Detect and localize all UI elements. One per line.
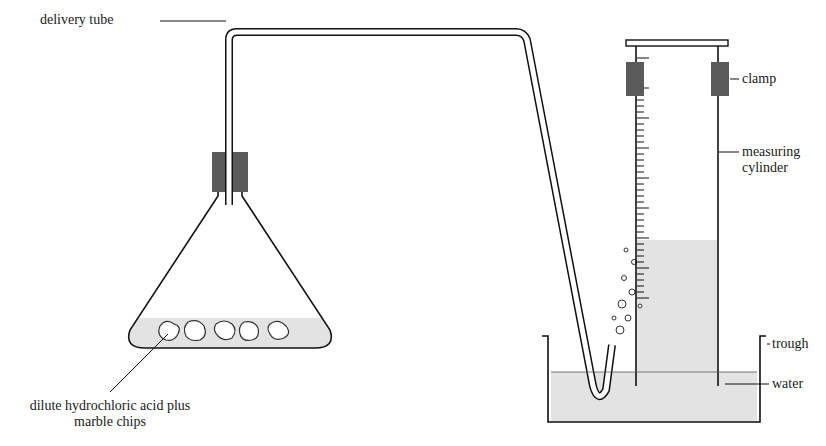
part-label: clamp (742, 71, 822, 87)
delivery-tube (229, 32, 612, 396)
trough-outline (542, 336, 766, 422)
part-label: delivery tube (40, 12, 180, 28)
marble-chips (159, 321, 289, 341)
clamp-jaw (626, 62, 644, 96)
conical-flask (129, 190, 332, 348)
part-label: measuring cylinder (742, 144, 814, 176)
cylinder-wall (635, 46, 637, 386)
clamp-jaw (711, 62, 729, 96)
leader-lines (110, 21, 770, 392)
part-label: dilute hydrochloric acid plus marble chi… (10, 398, 210, 430)
cylinder-wall (717, 46, 719, 386)
part-label: trough (772, 336, 822, 352)
cylinder-water (637, 240, 717, 384)
water-surface (551, 372, 757, 373)
part-label: water (772, 376, 822, 392)
flask-liquid (129, 318, 330, 348)
delivery-tube-bore (229, 32, 612, 396)
cylinder-base (626, 40, 728, 46)
gas-bubbles (612, 248, 642, 334)
